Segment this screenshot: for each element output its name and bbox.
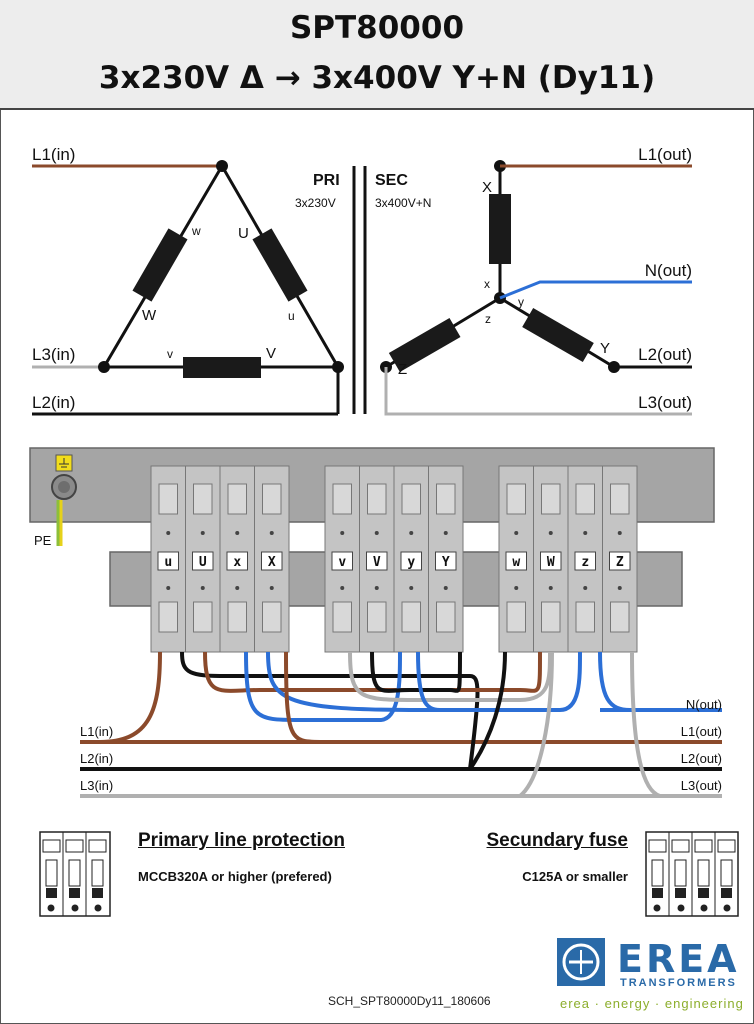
label-bus-l3-in: L3(in) — [80, 778, 113, 793]
mccb-breaker-icon — [39, 831, 111, 917]
label-pri: PRI — [313, 172, 340, 189]
terminal-label-box — [435, 551, 457, 571]
label-bus-l2-in: L2(in) — [80, 751, 113, 766]
terminal-label-box — [192, 551, 214, 571]
wire-black-3 — [468, 651, 507, 771]
wire-black-1 — [180, 651, 480, 770]
wire-grey-2 — [518, 651, 554, 798]
terminal-label-box — [400, 551, 422, 571]
terminal-label-Z: Z — [616, 555, 624, 570]
logo-name: EREA — [617, 937, 740, 981]
erea-logo-icon — [557, 938, 605, 986]
secondary-fuse-title: Secundary fuse — [486, 830, 629, 851]
wire-blue-3 — [416, 651, 441, 712]
label-l3-out: L3(out) — [638, 393, 692, 412]
terminal-label-y: y — [407, 555, 415, 570]
n-out-wire — [499, 280, 692, 300]
label-bus-n-out: N(out) — [686, 697, 722, 712]
header: SPT80000 3x230V Δ → 3x400V Y+N (Dy11) — [0, 0, 754, 110]
label-Z: Z — [398, 361, 407, 378]
node-right — [332, 361, 344, 373]
terminal-label-box — [505, 551, 527, 571]
label-l1-in: L1(in) — [32, 145, 75, 164]
terminal-label-v: v — [338, 555, 346, 570]
primary-protection-section: Primary line protection MCCB320A or high… — [138, 830, 345, 884]
label-Y: Y — [600, 340, 610, 357]
fuse-breaker-icon — [645, 831, 739, 917]
label-y-small: y — [518, 295, 524, 309]
wire-grey-1 — [348, 651, 552, 702]
node-left — [98, 361, 110, 373]
terminal-label-box — [331, 551, 353, 571]
terminal-label-V: V — [373, 555, 381, 570]
label-U: U — [238, 225, 249, 242]
coil-v — [183, 357, 261, 378]
label-v-small: v — [167, 347, 173, 361]
label-u-small: u — [288, 309, 295, 323]
wire-blue-4 — [598, 651, 631, 712]
terminal-label-box — [609, 551, 631, 571]
terminal-label-U: U — [199, 555, 207, 570]
label-l1-out: L1(out) — [638, 145, 692, 164]
terminal-label-w: w — [512, 555, 520, 570]
label-z-small: z — [485, 312, 491, 326]
label-pri-voltage: 3x230V — [295, 196, 336, 210]
terminal-label-box — [157, 551, 179, 571]
label-x-small: x — [484, 277, 490, 291]
label-n-out: N(out) — [645, 261, 692, 280]
label-l2-out: L2(out) — [638, 345, 692, 364]
label-l2-in: L2(in) — [32, 393, 75, 412]
wire-brown-3 — [284, 651, 321, 744]
terminal-label-X: X — [268, 555, 276, 570]
terminal-label-u: u — [164, 555, 172, 570]
coil-y — [522, 307, 594, 363]
wire-grey-3 — [630, 651, 661, 798]
coil-z — [388, 317, 461, 373]
secondary-fuse-detail: C125A or smaller — [522, 869, 628, 884]
label-sec-voltage: 3x400V+N — [375, 196, 431, 210]
document-reference: SCH_SPT80000Dy11_180606 — [328, 994, 491, 1008]
label-bus-l1-in: L1(in) — [80, 724, 113, 739]
label-V: V — [266, 345, 276, 362]
wire-brown-2 — [203, 651, 542, 693]
primary-protection-detail: MCCB320A or higher (prefered) — [138, 869, 332, 884]
wire-black-2 — [370, 651, 462, 693]
coil-x — [489, 194, 511, 264]
page-title: SPT80000 — [289, 10, 465, 46]
terminal-label-x: x — [233, 555, 241, 570]
terminal-label-z: z — [581, 555, 589, 570]
coil-w — [132, 228, 188, 302]
terminal-label-box — [574, 551, 596, 571]
terminal-label-Y: Y — [442, 555, 450, 570]
coil-u — [252, 228, 308, 302]
logo-subtitle: TRANSFORMERS — [620, 977, 737, 989]
page-subtitle: 3x230V Δ → 3x400V Y+N (Dy11) — [98, 60, 656, 96]
l3-out-wire — [384, 367, 692, 416]
label-X: X — [482, 179, 492, 196]
node-top — [216, 160, 228, 172]
terminal-label-box — [540, 551, 562, 571]
terminal-label-W: W — [547, 555, 555, 570]
terminal-label-box — [366, 551, 388, 571]
logo-tagline: erea · energy · engineering — [560, 996, 744, 1011]
label-w-small: w — [191, 224, 201, 238]
label-bus-l1-out: L1(out) — [681, 724, 722, 739]
terminal-label-box — [226, 551, 248, 571]
label-pe: PE — [34, 533, 52, 548]
secondary-fuse-section: Secundary fuse C125A or smaller — [487, 830, 629, 884]
label-l3-in: L3(in) — [32, 345, 75, 364]
label-W: W — [142, 307, 157, 324]
wire-blue-1 — [244, 651, 402, 722]
label-sec: SEC — [375, 172, 408, 189]
wire-blue-2 — [266, 651, 582, 712]
terminal-label-box — [261, 551, 283, 571]
wire-brown-1 — [99, 651, 162, 744]
primary-protection-title: Primary line protection — [138, 830, 345, 851]
label-bus-l2-out: L2(out) — [681, 751, 722, 766]
label-bus-l3-out: L3(out) — [681, 778, 722, 793]
